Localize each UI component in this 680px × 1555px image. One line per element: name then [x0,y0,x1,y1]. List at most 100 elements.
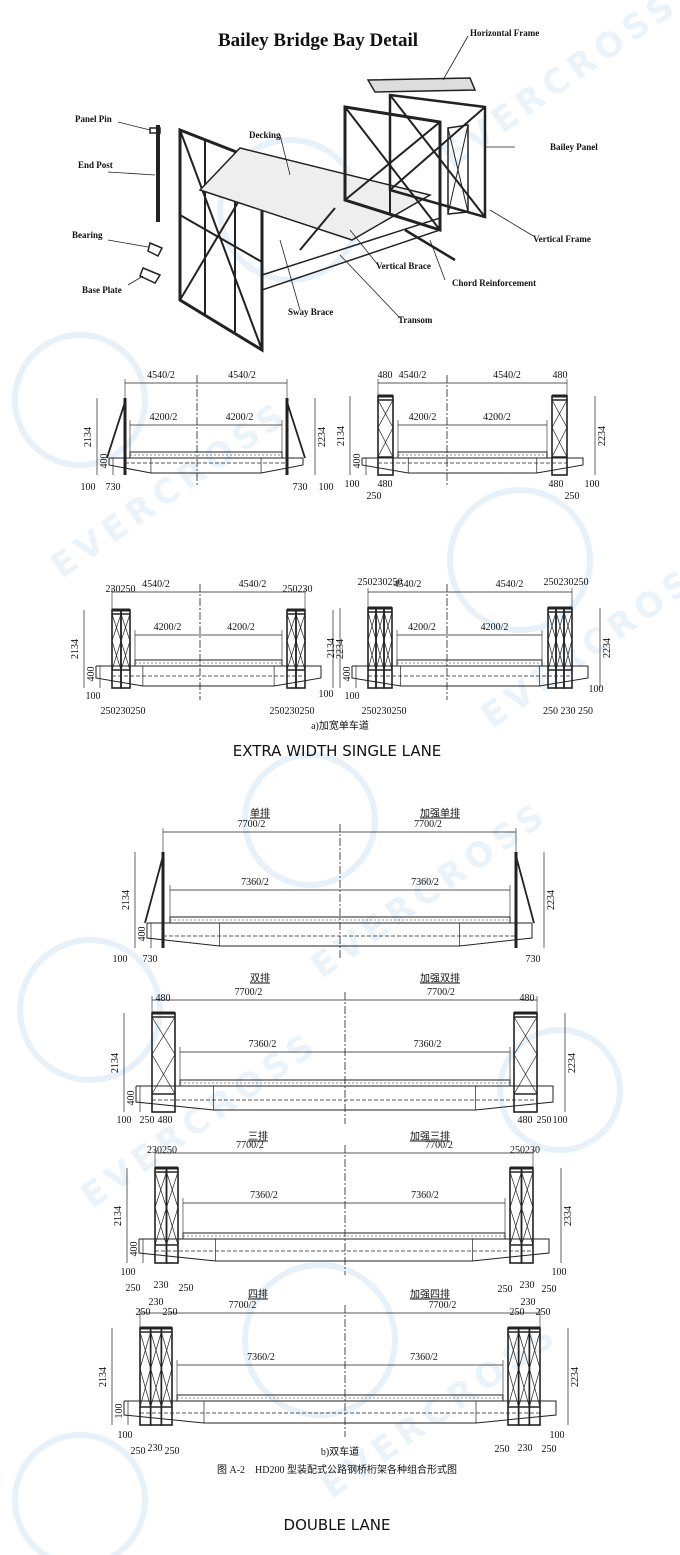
dimension-label-tr: 4540/2 [493,370,521,381]
dimension-label-h2: 加强单排 [420,808,460,820]
dimension-label-b8: 100 [549,1430,565,1441]
truss-diagonal [555,611,565,641]
dimension-label-b4: 480 [517,1115,533,1126]
truss-diagonal [139,1331,152,1369]
truss-diagonal [151,1054,176,1095]
dimension-label-b1: 100 [85,691,101,702]
truss-diagonal [509,1207,522,1246]
truss-diagonal [295,640,306,671]
truss-panel [513,1012,538,1113]
dimension-label-tl: 7700/2 [228,1300,257,1311]
cross-section-6 [123,992,566,1124]
truss-diagonal [150,1331,162,1369]
dimension-label-b1: 100 [117,1430,133,1441]
label-bearing: Bearing [72,230,103,240]
label-decking: Decking [249,130,281,140]
dimension-label-b2: 730 [142,954,158,965]
raker-left [144,855,164,924]
dimension-label-b3: 480 [377,479,393,490]
bay-detail-illustration [107,35,536,353]
dimension-label-tl: 4540/2 [393,579,422,590]
dimension-label-il: 7360/2 [241,877,269,888]
truss-diagonal [139,1368,152,1408]
dimension-label-il: 4200/2 [153,622,182,633]
dimension-label-il: 7360/2 [250,1190,278,1201]
dimension-label-ir: 4200/2 [480,622,509,633]
truss-panel [528,1327,541,1426]
dimension-label-b5: 250 [536,1115,552,1126]
dimension-label-w2: 480 [552,370,568,381]
dimension-label-b3: 250230250 [269,706,315,717]
dimension-label-tl: 7700/2 [237,819,266,830]
dimension-label-b4: 100 [588,684,604,695]
dimension-label-hl: 2134 [98,1366,109,1387]
cross-section-1 [96,375,316,487]
label-chord-reinforcement: Chord Reinforcement [452,278,537,288]
truss-panel [154,1167,168,1264]
dimension-label-ir: 7360/2 [411,877,439,888]
dimension-label-il: 4200/2 [408,622,436,633]
dimension-label-h2: 加强双排 [420,973,460,985]
truss-panel [165,1167,179,1264]
truss-diagonal [551,399,568,428]
truss-diagonal [286,613,297,642]
dimension-label-b4: 100 [318,689,334,700]
label-vertical-frame: Vertical Frame [533,234,591,244]
dimension-label-hr: 2234 [597,425,608,446]
cross-section-2 [349,375,596,487]
dimension-label-ir: 7360/2 [411,1190,439,1201]
truss-diagonal [367,611,377,641]
caption-single-lane-cn: a)加宽单车道 [311,721,369,732]
truss-diagonal [551,427,568,458]
dimension-label-b1: 100 [344,691,360,702]
dimension-label-b6: 100 [584,479,600,490]
page-title: Bailey Bridge Bay Detail [218,30,419,51]
dimension-label-b3: 730 [292,482,308,493]
dimension-label-b6: 230 [517,1443,533,1454]
truss-diagonal [375,639,385,671]
truss-panel [517,1327,531,1426]
truss-diagonal [166,1207,179,1246]
truss-panel [520,1167,534,1264]
label-bailey-panel: Bailey Panel [550,142,598,152]
dimension-label-dh: 400 [99,453,110,469]
dimension-label-hl: 2134 [70,639,81,659]
dimension-label-b3: 230 [147,1443,163,1454]
dimension-label-w1: 230 [105,584,121,595]
dimension-label-b4: 480 [548,479,564,490]
dimension-label-b2: 730 [105,482,121,493]
dimension-label-b1: 100 [344,479,360,490]
truss-diagonal [521,1207,534,1246]
dimension-label-tl: 7700/2 [236,1140,264,1151]
dimension-label-il: 4200/2 [149,412,178,423]
dimension-label-w4: 230 [520,1297,536,1308]
cross-section-4 [339,584,601,700]
truss-panel [507,1327,520,1426]
dimension-label-il: 4200/2 [408,412,437,423]
caption-double-lane: DOUBLE LANE [283,1516,391,1534]
dimension-label-b1: 100 [80,482,96,493]
dimension-label-w1: 250230250 [357,577,403,588]
dimension-label-b6: 230 [519,1280,535,1291]
dimension-label-b1: 100 [116,1115,132,1126]
dimension-label-dh: 400 [342,666,353,682]
truss-diagonal [154,1171,167,1208]
truss-diagonal [521,1171,534,1208]
truss-diagonal [295,613,306,642]
label-panel-pin: Panel Pin [75,114,112,124]
dimension-label-b2: 250 [125,1283,141,1294]
dimension-label-h1: 单排 [250,808,270,820]
dimension-label-h2: 加强四排 [410,1289,450,1301]
dimension-label-ir: 7360/2 [410,1352,438,1363]
truss-diagonal [151,1016,176,1055]
dimension-label-w1: 480 [377,370,393,381]
cross-section-3 [83,584,334,700]
dimension-label-h1: 三排 [248,1131,268,1143]
dimension-label-il: 7360/2 [247,1352,275,1363]
label-end-post: End Post [78,160,113,170]
dimension-label-b6: 100 [552,1115,568,1126]
truss-diagonal [563,639,573,671]
truss-diagonal [555,639,565,671]
dimension-label-b3: 250 230 250 [543,706,593,717]
truss-diagonal [383,611,393,641]
